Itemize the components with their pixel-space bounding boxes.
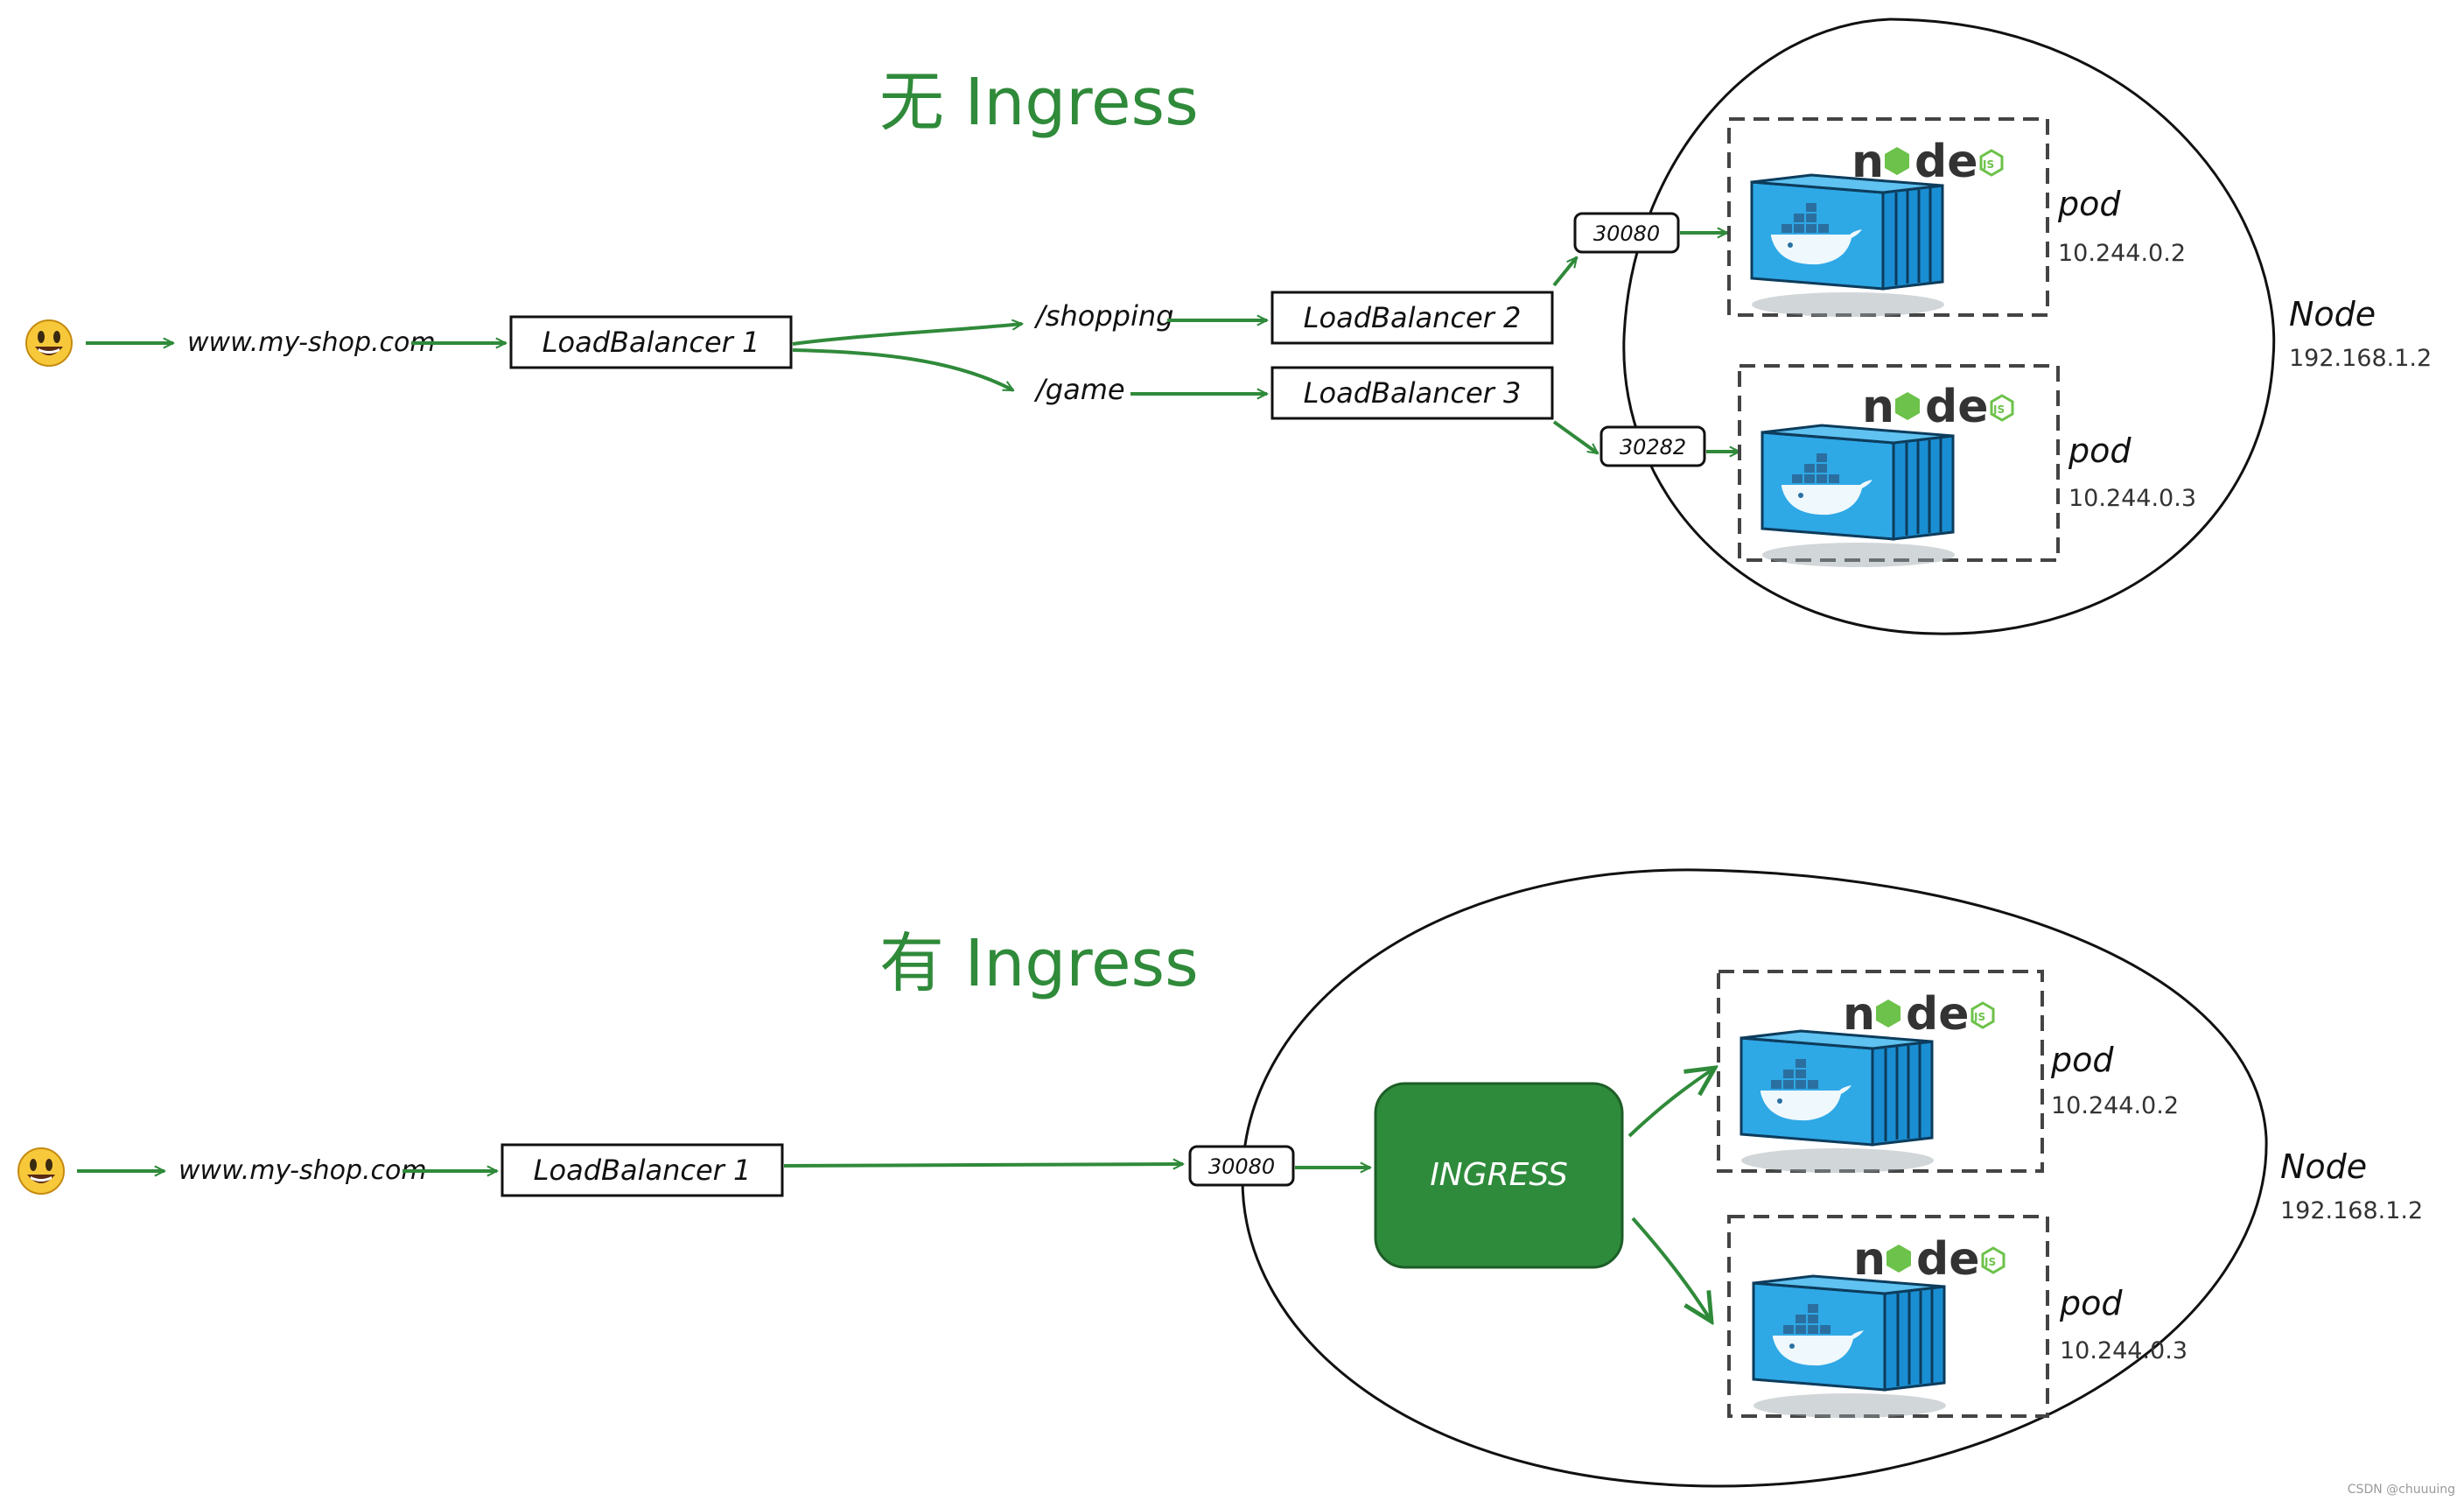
bottom-pod1-ip: 10.244.0.2 bbox=[2051, 1092, 2179, 1119]
bottom-node-label: Node bbox=[2280, 1147, 2367, 1186]
ingress-label: INGRESS bbox=[1430, 1157, 1568, 1193]
top-arrow-lb2-port bbox=[1552, 257, 1578, 287]
top-pod1-docker-container-icon bbox=[1750, 173, 1946, 319]
bottom-pod2-label: pod bbox=[2059, 1284, 2123, 1322]
top-pod2-nodejs-logo-icon bbox=[1860, 379, 2014, 435]
bottom-arrow-ingress-pod2 bbox=[1631, 1217, 1712, 1322]
top-port-30080-label: 30080 bbox=[1593, 221, 1660, 246]
watermark: CSDN @chuuuing bbox=[2348, 1483, 2455, 1497]
top-arrow-lb1-shopping bbox=[792, 324, 1022, 346]
bottom-domain-label: www.my-shop.com bbox=[178, 1155, 427, 1186]
top-lb2-label: LoadBalancer 2 bbox=[1304, 301, 1522, 334]
bottom-node-boundary bbox=[1241, 868, 2268, 1488]
top-pod1-label: pod bbox=[2057, 185, 2121, 223]
top-pod2-ip: 10.244.0.3 bbox=[2068, 485, 2196, 512]
bottom-arrow-ingress-pod1 bbox=[1628, 1068, 1715, 1138]
top-arrow-lb1-game bbox=[792, 348, 1013, 392]
top-node-label: Node bbox=[2289, 295, 2376, 333]
top-lb1-label: LoadBalancer 1 bbox=[542, 326, 760, 359]
top-port-30282-box bbox=[1600, 425, 1706, 467]
top-port-30282-label: 30282 bbox=[1620, 435, 1686, 459]
top-arrow-lb3-port bbox=[1552, 420, 1598, 455]
bottom-pod2-ip: 10.244.0.3 bbox=[2060, 1337, 2188, 1364]
top-port-30080-box bbox=[1573, 212, 1680, 254]
top-pod2-label: pod bbox=[2068, 431, 2132, 470]
top-lb1-box bbox=[509, 315, 793, 369]
top-domain-label: www.my-shop.com bbox=[187, 327, 436, 358]
top-path-game: /game bbox=[1033, 373, 1125, 406]
bottom-pod2-nodejs-logo-icon bbox=[1852, 1231, 2006, 1287]
bottom-pod1-frame bbox=[1717, 970, 2044, 1173]
bottom-lb1-box bbox=[500, 1143, 784, 1197]
top-title: 无 Ingress bbox=[879, 65, 1199, 140]
top-node-boundary bbox=[1622, 18, 2276, 635]
bottom-port-30080-label: 30080 bbox=[1208, 1154, 1275, 1179]
bottom-lb1-label: LoadBalancer 1 bbox=[534, 1154, 752, 1187]
top-pod1-ip: 10.244.0.2 bbox=[2058, 240, 2186, 267]
bottom-pod1-label: pod bbox=[2050, 1041, 2114, 1079]
top-path-shopping: /shopping bbox=[1033, 299, 1173, 333]
ingress-box bbox=[1374, 1082, 1624, 1269]
bottom-user-smiley-icon bbox=[18, 1147, 65, 1195]
top-node-ip: 192.168.1.2 bbox=[2289, 345, 2432, 372]
top-pod2-docker-container-icon bbox=[1760, 424, 1956, 569]
bottom-pod1-docker-container-icon bbox=[1740, 1029, 1936, 1175]
top-lb3-label: LoadBalancer 3 bbox=[1304, 376, 1522, 410]
bottom-title: 有 Ingress bbox=[879, 926, 1199, 1001]
top-lb3-box bbox=[1270, 366, 1554, 420]
bottom-arrow-lb1-port bbox=[783, 1164, 1183, 1166]
bottom-port-30080-box bbox=[1188, 1145, 1295, 1187]
bottom-pod1-nodejs-logo-icon bbox=[1841, 986, 1995, 1042]
bottom-pod2-docker-container-icon bbox=[1752, 1274, 1948, 1420]
bottom-node-ip: 192.168.1.2 bbox=[2280, 1197, 2423, 1224]
top-user-smiley-icon bbox=[25, 319, 73, 367]
top-lb2-box bbox=[1270, 291, 1554, 345]
